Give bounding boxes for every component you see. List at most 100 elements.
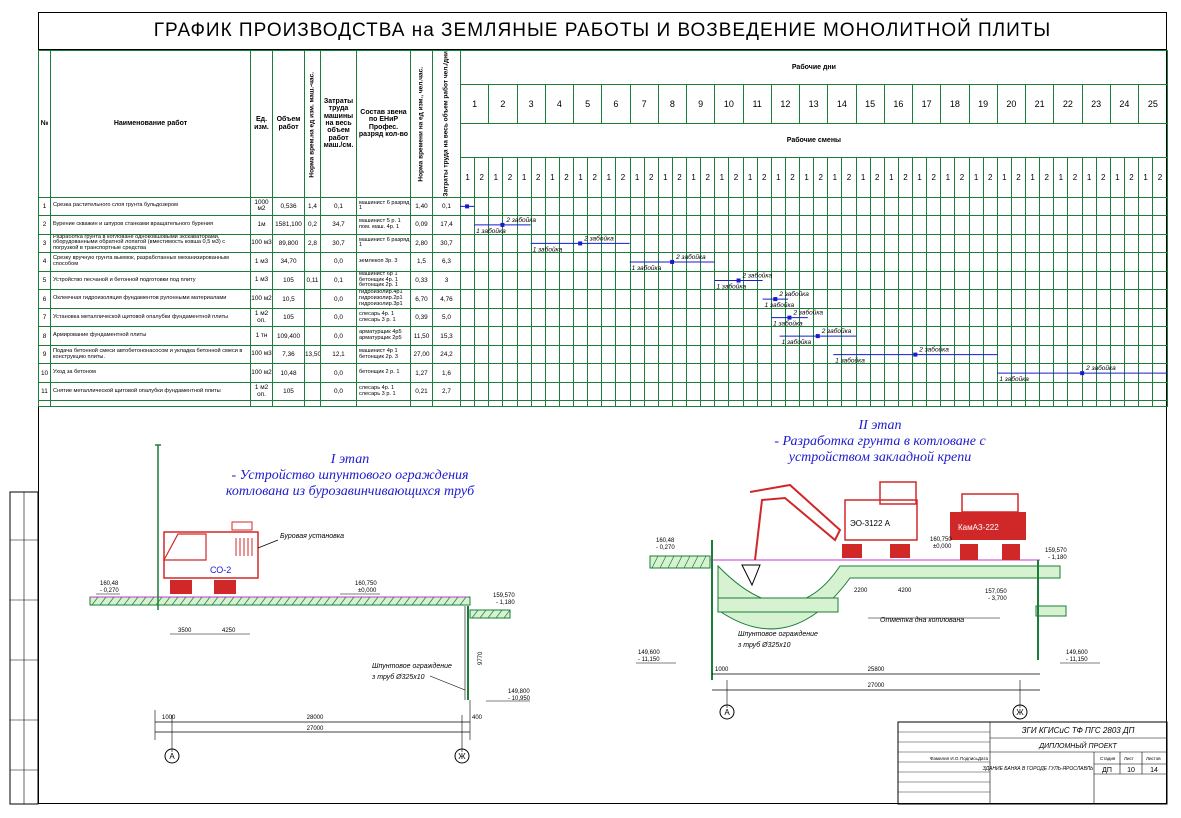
stage2-label: II этап - Разработка грунта в котловане … [760,418,1000,466]
ground-hatch [659,555,667,569]
elevation: - 0,270 [656,545,675,551]
excavator-body [844,499,918,541]
axis-circle [164,748,180,764]
stamp-header: Стадия [1100,756,1116,761]
dim-text: 27000 [307,726,324,732]
ground-hatch [259,596,267,606]
gantt-label: 1 забойка [717,282,747,290]
ground-hatch [371,596,379,606]
elevation: - 11,150 [1066,657,1088,663]
ground-hatch [203,596,211,606]
ground-hatch [487,609,495,619]
stage1-subtitle: - Устройство шпунтового ограждения котло… [225,468,475,500]
dim-text: 4250 [222,628,236,634]
stamp-header: Листов [1146,756,1161,761]
gantt-cell [1152,196,1168,217]
ground-hatch [403,596,411,606]
stamp-sheets: 14 [1150,767,1158,774]
dim-text: 2200 [854,588,868,594]
row-norm-mash: 2,8 [304,233,321,254]
rig-cab [162,533,207,561]
ground-hatch [675,555,683,569]
stamp-frame [897,721,1168,805]
ground-strip [649,555,711,569]
ground-hatch [299,596,307,606]
ground-hatch [443,596,451,606]
gantt-cell [1152,289,1168,309]
ground-hatch [339,596,347,606]
ground-hatch [155,596,163,606]
ground-hatch [395,596,403,606]
elevation: 149,800 [508,689,530,695]
empty-cell [1137,400,1154,408]
elevation: - 0,270 [100,588,119,594]
axis-circle [1012,704,1028,720]
elevation: 159,570 [493,593,515,599]
truck-cargo [961,493,1019,513]
stage1-label: I этап - Устройство шпунтового ограждени… [200,452,500,500]
gantt-label: 2 забойка [1085,364,1116,372]
header-volume: Объем работ [272,50,305,198]
gantt-label: 2 забойка [505,216,536,224]
header-days: Рабочие дни [460,50,1168,85]
gantt-label: 2 забойка [583,234,614,242]
machine-label: ЭО-3122 А [850,519,891,528]
gantt-marker [773,297,778,302]
ground-hatch [99,596,107,606]
stamp-type: ДИПЛОМНЫЙ ПРОЕКТ [1038,741,1117,750]
dim-text: 1000 [162,715,176,721]
elevation: 160,750 [930,537,952,543]
gantt-cell [1152,233,1168,254]
elevation: 149,600 [1066,650,1088,656]
elevation: - 11,150 [638,657,660,663]
elevation: 160,48 [656,538,675,544]
ground-hatch [107,596,115,606]
ground-hatch [419,596,427,606]
day-number: 24 [1109,83,1140,125]
excavator-track [842,544,862,558]
header-cost-mash: Затраты труда машины на весь объем работ… [320,50,357,198]
ground-hatch [115,596,123,606]
shift-number: 1 [742,156,758,198]
ground-hatch [435,596,443,606]
elevation: ±0,000 [933,544,952,550]
row-name: Срезка растительного слоя грунта бульдоз… [50,196,251,217]
ground-hatch [651,555,659,569]
gantt-cell [1137,196,1154,217]
row-unit: 1000 м2 [250,196,273,217]
gantt-label: 1 забойка [782,338,812,346]
gantt-label: 2 забойка [918,346,949,354]
gantt-label: 1 забойка [765,301,795,309]
stamp-header: Лист [1124,756,1134,761]
ground-hatch [139,596,147,606]
axis-label: Ж [1016,708,1024,717]
axis-label: А [724,708,730,717]
gantt-label: 1 забойка [999,375,1029,383]
ground-hatch [479,609,487,619]
dim-text: 400 [472,715,483,721]
ground-strip-right [469,609,511,619]
ground-hatch [471,609,479,619]
day-number: 16 [883,83,914,125]
ground-hatch [291,596,299,606]
ground-hatch [347,596,355,606]
gantt-marker [670,259,675,264]
ground-hatch [283,596,291,606]
truck-body [950,512,1026,540]
row-name: Срезку вручную грунта выемок, разработан… [50,252,251,272]
axis-label: А [169,752,175,761]
day-number: 19 [968,83,998,125]
rig-track-right [214,580,236,594]
rig-exhaust [231,521,253,531]
header-crew: Состав звена по ЕНиР Профес. разряд кол-… [356,50,411,198]
ground-hatch [171,596,179,606]
drawing-frame [38,12,1167,804]
gantt-cell [1137,289,1154,309]
stamp-col: Дата [978,756,988,761]
elevation: 159,570 [1045,548,1067,554]
elevation: - 1,180 [1048,555,1067,561]
